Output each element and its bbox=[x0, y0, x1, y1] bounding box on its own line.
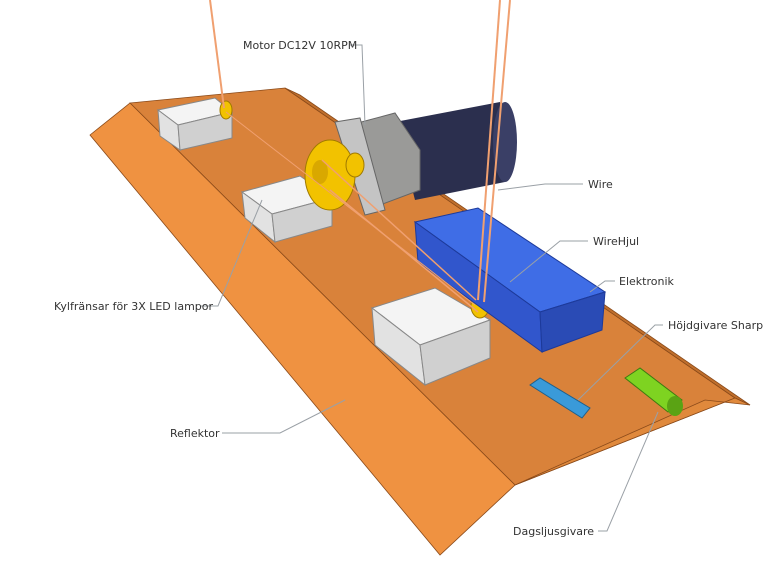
label-elektronik: Elektronik bbox=[619, 275, 674, 288]
label-motor: Motor DC12V 10RPM bbox=[243, 39, 357, 52]
heatsink-1 bbox=[156, 97, 234, 152]
wires bbox=[209, 0, 511, 313]
height-sensor bbox=[529, 377, 591, 419]
label-kylflansar: Kylfränsar för 3X LED lampor bbox=[54, 300, 213, 313]
label-reflektor: Reflektor bbox=[170, 427, 220, 440]
leader-lines bbox=[200, 44, 663, 532]
wire-pulley-motor bbox=[304, 139, 365, 211]
daylight-sensor bbox=[624, 367, 683, 416]
wire-pulley-1 bbox=[219, 100, 233, 120]
label-dagsljusgivare: Dagsljusgivare bbox=[513, 525, 594, 538]
label-hojdgivare: Höjdgivare Sharp bbox=[668, 319, 763, 332]
motor bbox=[334, 102, 517, 216]
label-wirehjul: WireHjul bbox=[593, 235, 639, 248]
label-wire: Wire bbox=[588, 178, 613, 191]
heatsink-3 bbox=[370, 287, 492, 387]
